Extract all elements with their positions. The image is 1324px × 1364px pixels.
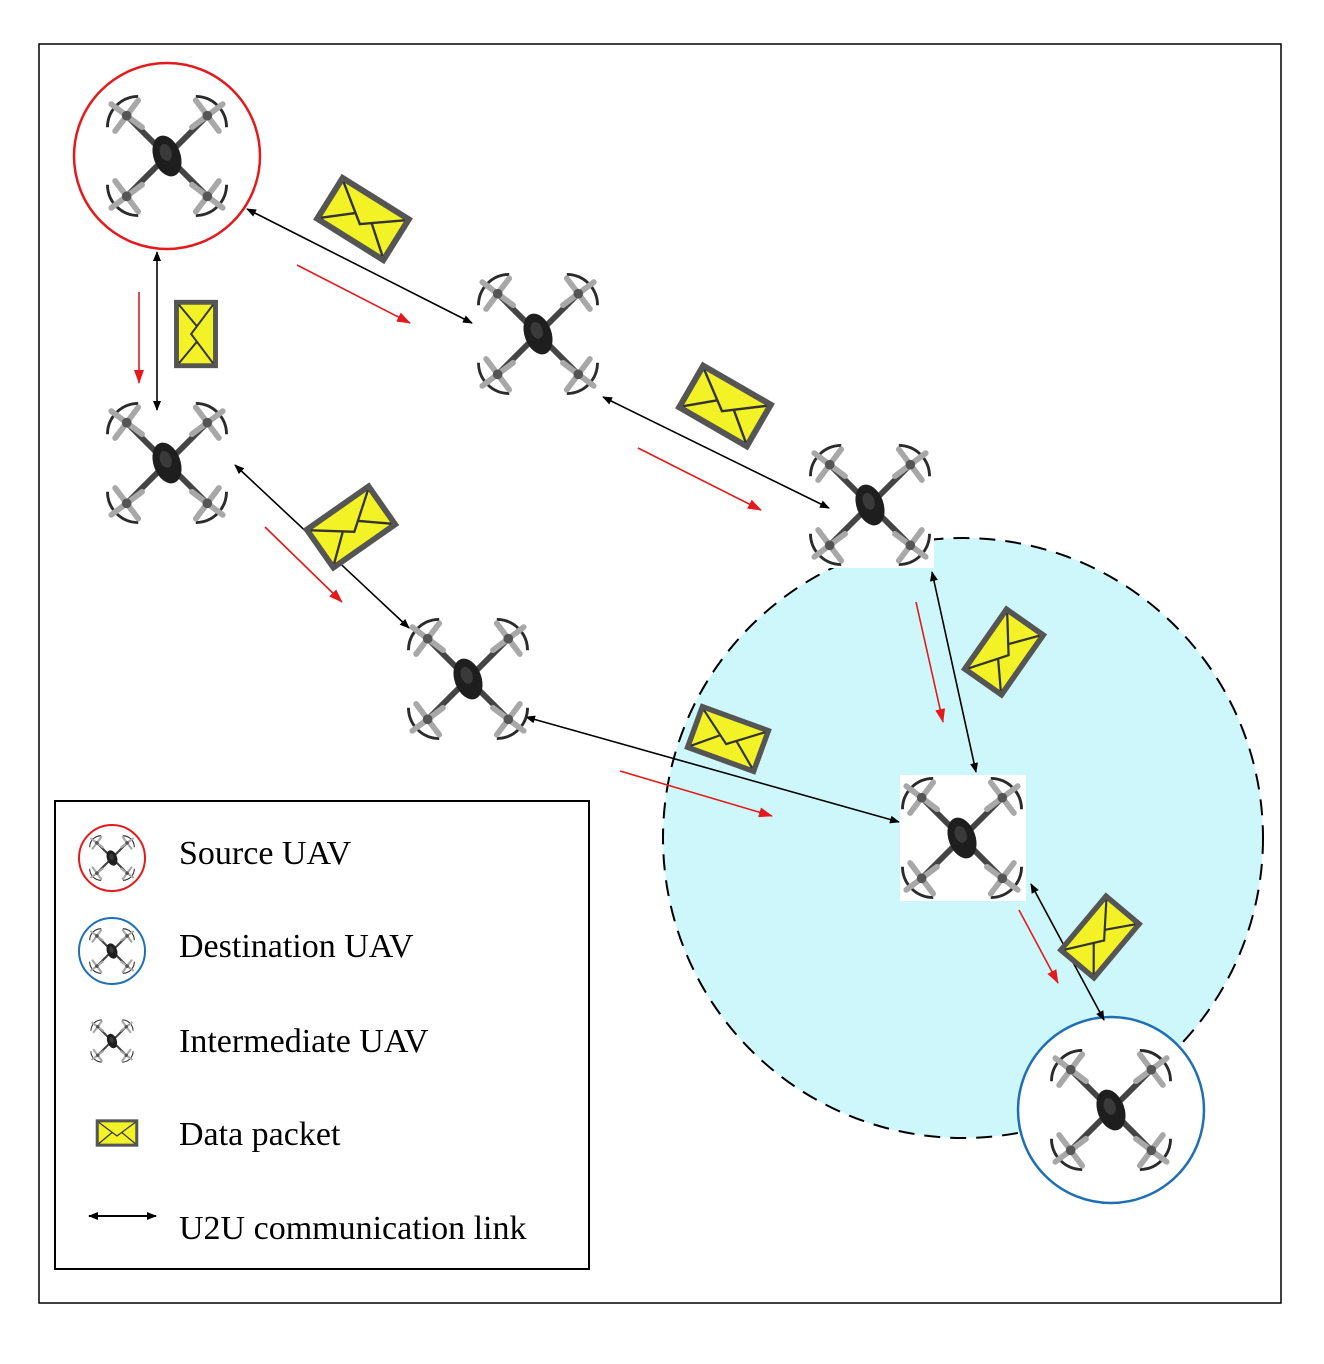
data-packet-icon	[307, 486, 395, 567]
u2u-link	[246, 208, 473, 324]
legend-label-intermediate: Intermediate UAV	[179, 1023, 429, 1060]
u2u-link	[930, 571, 978, 773]
data-packet-icon	[176, 302, 215, 365]
forward-arrow	[264, 526, 343, 603]
legend-label-source: Source UAV	[179, 835, 352, 872]
forward-arrow	[619, 770, 773, 818]
legend-box	[54, 800, 590, 1270]
legend-label-link: U2U communication link	[179, 1210, 527, 1247]
forward-arrow	[296, 264, 411, 324]
legend: Source UAV Destination UAV Intermediate …	[54, 800, 590, 1270]
intermediate-uav-icon	[107, 403, 226, 522]
forward-arrow	[1018, 909, 1059, 984]
intermediate-uav-icon	[408, 619, 527, 738]
u2u-link	[602, 396, 830, 509]
figure-frame	[38, 43, 1282, 1304]
data-packet-icon	[317, 178, 409, 260]
forward-arrow	[637, 447, 762, 511]
u2u-link	[525, 715, 900, 824]
legend-data-packet-icon	[95, 1119, 139, 1147]
forward-arrow	[915, 601, 946, 723]
legend-label-packet: Data packet	[179, 1116, 341, 1153]
intermediate-uav-icon	[478, 274, 597, 393]
legend-label-destination: Destination UAV	[179, 928, 414, 965]
forward-arrows	[134, 264, 1059, 984]
data-packet-icon	[679, 366, 771, 447]
